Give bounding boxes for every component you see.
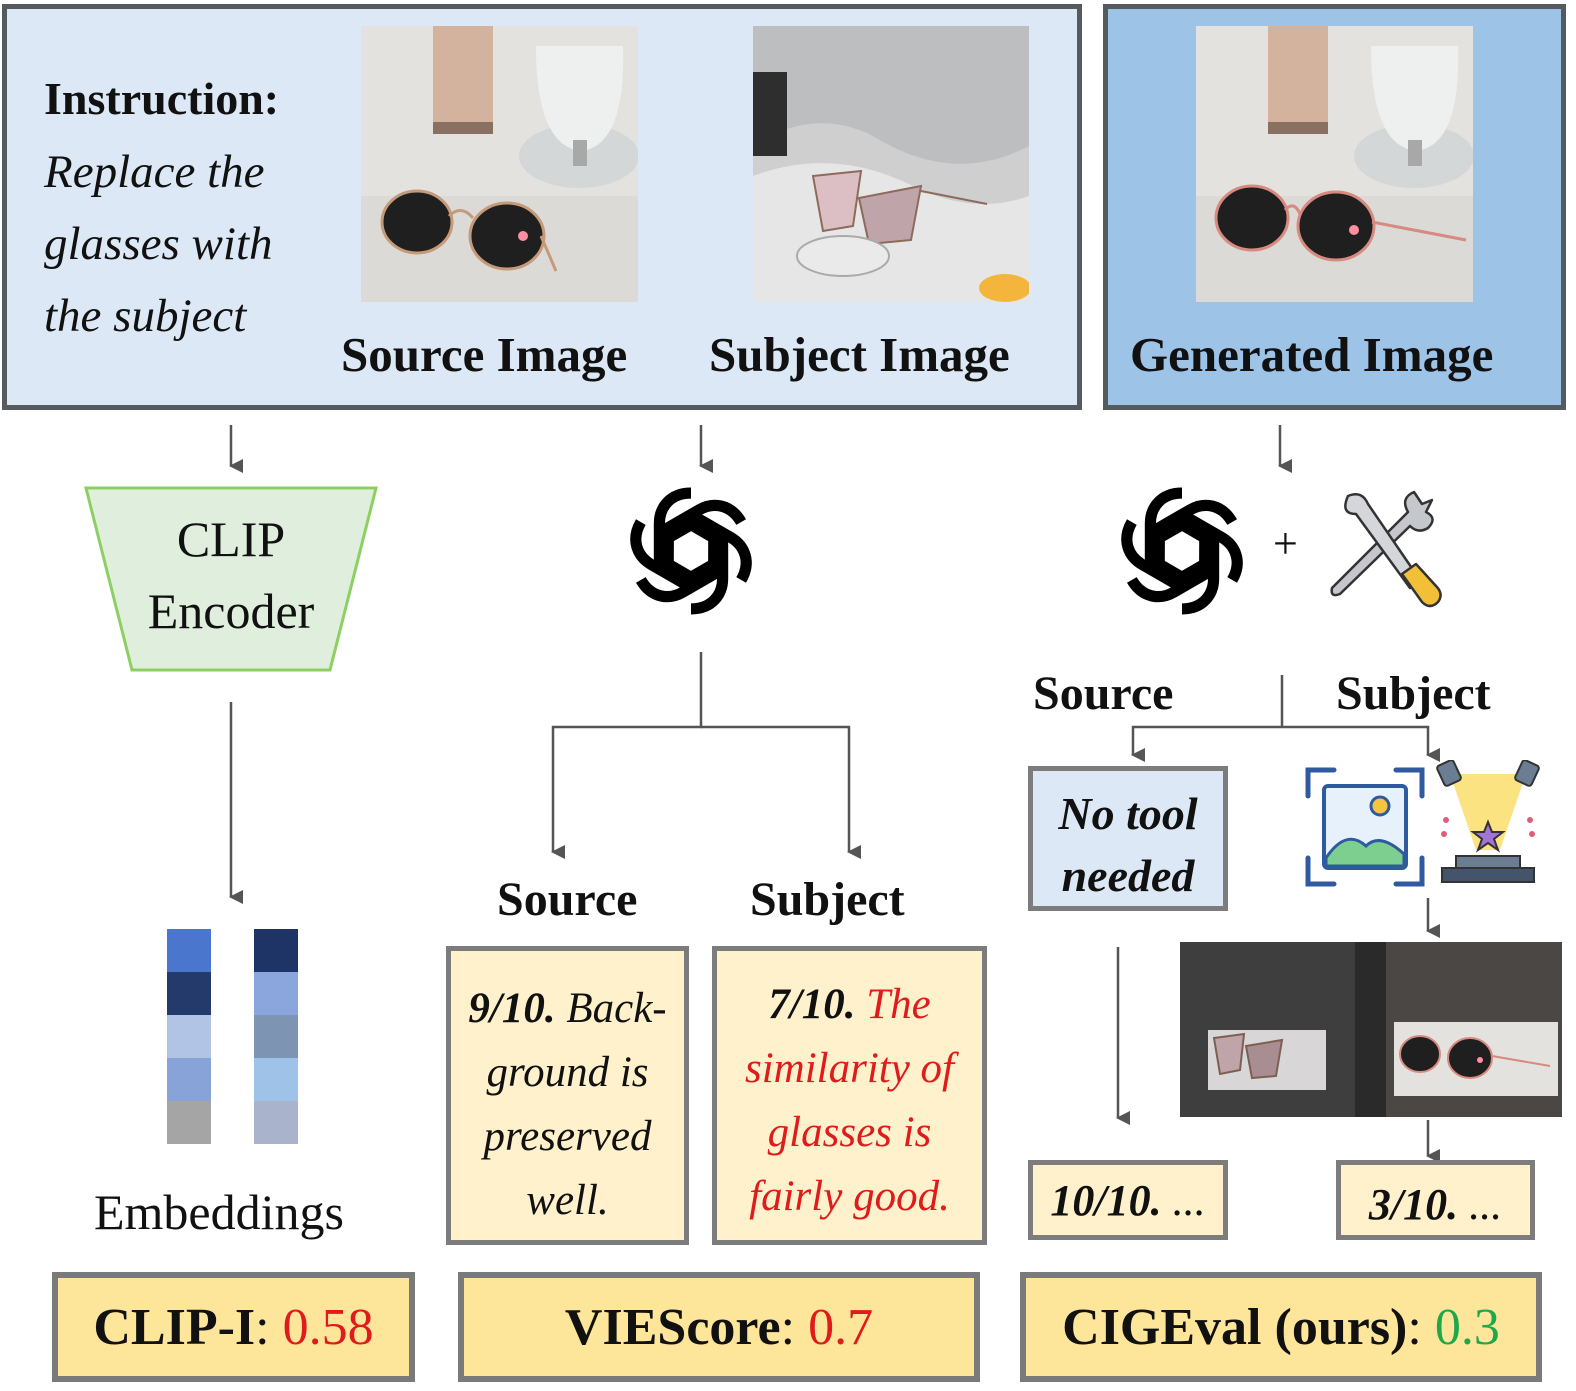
viescore-source-line-4: well. [526,1177,609,1224]
spotlight-highlight-icon [1436,760,1540,883]
clip-i-score-value: 0.58 [282,1298,374,1356]
cigeval-subject-result-score: 3/10. [1368,1180,1459,1229]
viescore-subject-label: Subject [750,873,905,926]
viescore-colon: : [780,1298,809,1356]
embedding-a-cell [167,1015,211,1058]
embedding-b-cell [254,1101,298,1144]
viescore-source-line-2: ground is [486,1049,649,1096]
tools-wrench-screwdriver-icon [1330,490,1442,608]
instruction-label: Instruction: [44,73,280,124]
embedding-b-cell [254,929,298,972]
clip-encoder-line-1: CLIP [176,511,286,567]
plus-sign: + [1273,519,1298,568]
generated-image [1196,26,1473,302]
highlighted-comparison-image [1180,942,1562,1117]
openai-logo-icon [1121,487,1243,615]
cigeval-score-value: 0.3 [1434,1298,1500,1356]
viescore-source-line-3: preserved [483,1113,652,1160]
viescore-source-score: 9/10. [468,985,556,1032]
cigeval-score-name: CIGEval (ours) [1062,1298,1408,1356]
instruction-line-1: Replace the [44,146,265,198]
embedding-vector-source [167,929,211,1144]
viescore-subject-line-4: fairly good. [749,1173,950,1220]
viescore-subject-note: 7/10. The similarity of glasses is fairl… [712,946,987,1245]
no-tool-line-1: No tool [1058,788,1198,839]
source-image [361,26,638,302]
subject-image-caption: Subject Image [709,327,1010,382]
viescore-subject-score: 7/10. [768,981,856,1028]
clip-encoder-shape [84,486,378,672]
viescore-subject-line-2: similarity of [744,1045,955,1092]
no-tool-line-2: needed [1061,850,1195,901]
subject-image [753,26,1029,302]
embedding-b-cell [254,972,298,1015]
embedding-a-cell [167,972,211,1015]
generated-image-caption: Generated Image [1130,327,1494,382]
clip-encoder-line-2: Encoder [147,583,315,639]
cigeval-source-result-rest: ... [1161,1176,1206,1225]
cigeval-source-result: 10/10. ... [1028,1160,1228,1240]
clip-i-colon: : [255,1298,283,1356]
cigeval-colon: : [1407,1298,1435,1356]
viescore-subject-line-1: The [866,981,931,1028]
embedding-a-cell [167,1101,211,1144]
cigeval-score-box: CIGEval (ours): 0.3 [1020,1272,1542,1382]
cigeval-source-result-score: 10/10. [1050,1176,1162,1225]
viescore-score-box: VIEScore: 0.7 [458,1272,980,1382]
embedding-a-cell [167,1058,211,1101]
image-crop-icon [1305,767,1425,887]
instruction-line-2: glasses with [44,218,273,270]
cigeval-subject-label: Subject [1336,667,1491,720]
instruction-line-3: the subject [44,290,247,342]
clip-i-score-name: CLIP-I [93,1298,256,1356]
viescore-source-line-1: Back- [566,985,667,1032]
cigeval-subject-result-rest: ... [1458,1180,1503,1229]
no-tool-needed-box: No tool needed [1028,766,1228,911]
openai-logo-icon [612,487,770,630]
viescore-source-note: 9/10. Back- ground is preserved well. [446,946,689,1245]
embedding-b-cell [254,1058,298,1101]
viescore-subject-line-3: glasses is [767,1109,932,1156]
embedding-b-cell [254,1015,298,1058]
embeddings-label: Embeddings [94,1184,344,1240]
clip-i-score-box: CLIP-I: 0.58 [52,1272,415,1382]
embedding-vector-generated [254,929,298,1144]
viescore-score-value: 0.7 [808,1298,874,1356]
embedding-a-cell [167,929,211,972]
viescore-source-label: Source [497,873,638,926]
viescore-score-name: VIEScore [564,1298,781,1356]
cigeval-source-label: Source [1033,667,1174,720]
cigeval-subject-result: 3/10. ... [1336,1160,1535,1240]
source-image-caption: Source Image [341,327,628,382]
